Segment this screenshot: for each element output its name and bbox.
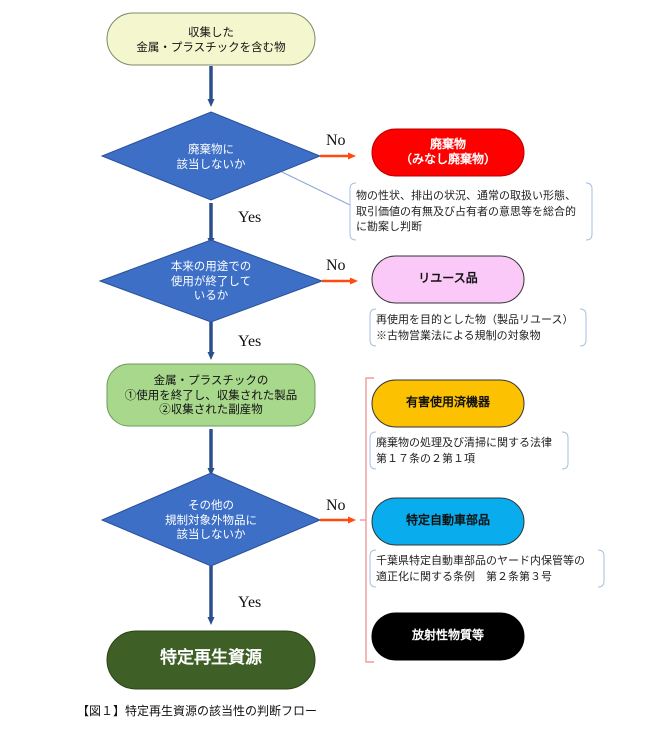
- decision-1-text: 廃棄物に 該当しないか: [131, 142, 291, 171]
- decision-3-line3: 該当しないか: [176, 527, 246, 542]
- start-box-line1: 収集した: [188, 25, 234, 39]
- decision-1-line2: 該当しないか: [176, 156, 246, 171]
- outcome-auto-text: 特定自動車部品: [405, 513, 490, 527]
- note-waste-line3: に勘案し判断: [356, 220, 422, 234]
- decision-2-text: 本来の用途での 使用が終了して いるか: [131, 259, 291, 303]
- mid-box-line3: ②収集された副産物: [159, 402, 263, 417]
- decision-3-line1: その他の: [188, 498, 234, 512]
- note-waste-line1: 物の性状、排出の状況、通常の取扱い形態、: [356, 189, 576, 202]
- callout-line: [281, 171, 351, 206]
- decision-2-line2: 使用が終了して: [170, 273, 252, 288]
- outcome-radio-pill: [371, 612, 525, 661]
- start-box: [106, 12, 316, 66]
- note-reuse-line1: 再使用を目的とした物（製品リユース）: [376, 313, 574, 326]
- note-hazard-bracket: [369, 431, 569, 470]
- end-box: [106, 630, 316, 690]
- outcome-waste-pill: [371, 128, 525, 177]
- note-auto-line2: 適正化に関する条例 第２条第３号: [376, 569, 552, 583]
- yes-label-1: Yes: [238, 209, 262, 226]
- note-hazard: 廃棄物の処理及び清掃に関する法律 第１７条の２第１項: [376, 435, 566, 466]
- note-reuse: 再使用を目的とした物（製品リユース） ※古物営業法による規制の対象物: [376, 312, 582, 343]
- note-hazard-line1: 廃棄物の処理及び清掃に関する法律: [376, 436, 552, 449]
- outcome-auto-pill: [371, 497, 525, 546]
- end-box-text: 特定再生資源: [160, 648, 262, 668]
- outcome-radio-text: 放射性物質等: [411, 628, 484, 642]
- note-hazard-line2: 第１７条の２第１項: [376, 451, 475, 465]
- note-waste-line2: 取引価値の有無及び占有者の意思等を総合的: [356, 204, 576, 218]
- note-auto: 千葉県特定自動車部品のヤード内保管等の 適正化に関する条例 第２条第３号: [376, 553, 602, 584]
- mid-box-text: 金属・プラスチックの ①使用を終了し、収集された製品 ②収集された副産物: [107, 373, 315, 417]
- decision-3-text: その他の 規制対象外物品に 該当しないか: [131, 498, 291, 542]
- mid-box-line1: 金属・プラスチックの: [153, 373, 269, 387]
- mid-box-line2: ①使用を終了し、収集された製品: [124, 387, 298, 402]
- yes-label-3: Yes: [238, 594, 262, 611]
- no-label-1: No: [326, 132, 346, 149]
- decision-1-line1: 廃棄物に: [188, 142, 234, 156]
- yes-label-2: Yes: [238, 333, 262, 350]
- decision-3-line2: 規制対象外物品に: [165, 512, 257, 527]
- outcome-waste-line1: 廃棄物: [429, 137, 466, 151]
- outcome-reuse-pill: [371, 255, 525, 304]
- decision-2-diamond: [98, 239, 324, 323]
- mid-box: [106, 363, 316, 427]
- group-bracket: [360, 377, 374, 663]
- no-label-2: No: [326, 257, 346, 274]
- outcome-hazard-pill: [371, 379, 525, 428]
- note-reuse-bracket: [369, 308, 587, 347]
- start-box-text: 収集した 金属・プラスチックを含む物: [107, 25, 315, 54]
- note-reuse-line2: ※古物営業法による規制の対象物: [376, 328, 541, 342]
- decision-2-line1: 本来の用途での: [170, 259, 252, 273]
- no-label-3: No: [326, 497, 346, 514]
- note-auto-line1: 千葉県特定自動車部品のヤード内保管等の: [376, 554, 585, 567]
- outcome-waste-line2: （みなし廃棄物）: [399, 152, 496, 167]
- outcome-hazard-text: 有害使用済機器: [405, 395, 490, 409]
- decision-2-line3: いるか: [193, 288, 229, 303]
- decision-1-diamond: [100, 111, 322, 201]
- note-waste-bracket: [349, 182, 593, 241]
- note-waste: 物の性状、排出の状況、通常の取扱い形態、 取引価値の有無及び占有者の意思等を総合…: [356, 188, 588, 235]
- note-auto-bracket: [369, 549, 605, 588]
- figure-caption: 【図１】特定再生資源の該当性の判断フロー: [77, 704, 318, 718]
- outcome-reuse-text: リユース品: [418, 271, 478, 285]
- start-box-line2: 金属・プラスチックを含む物: [136, 39, 286, 54]
- decision-3-diamond: [100, 472, 322, 567]
- outcome-waste-text: 廃棄物 （みなし廃棄物）: [372, 137, 524, 168]
